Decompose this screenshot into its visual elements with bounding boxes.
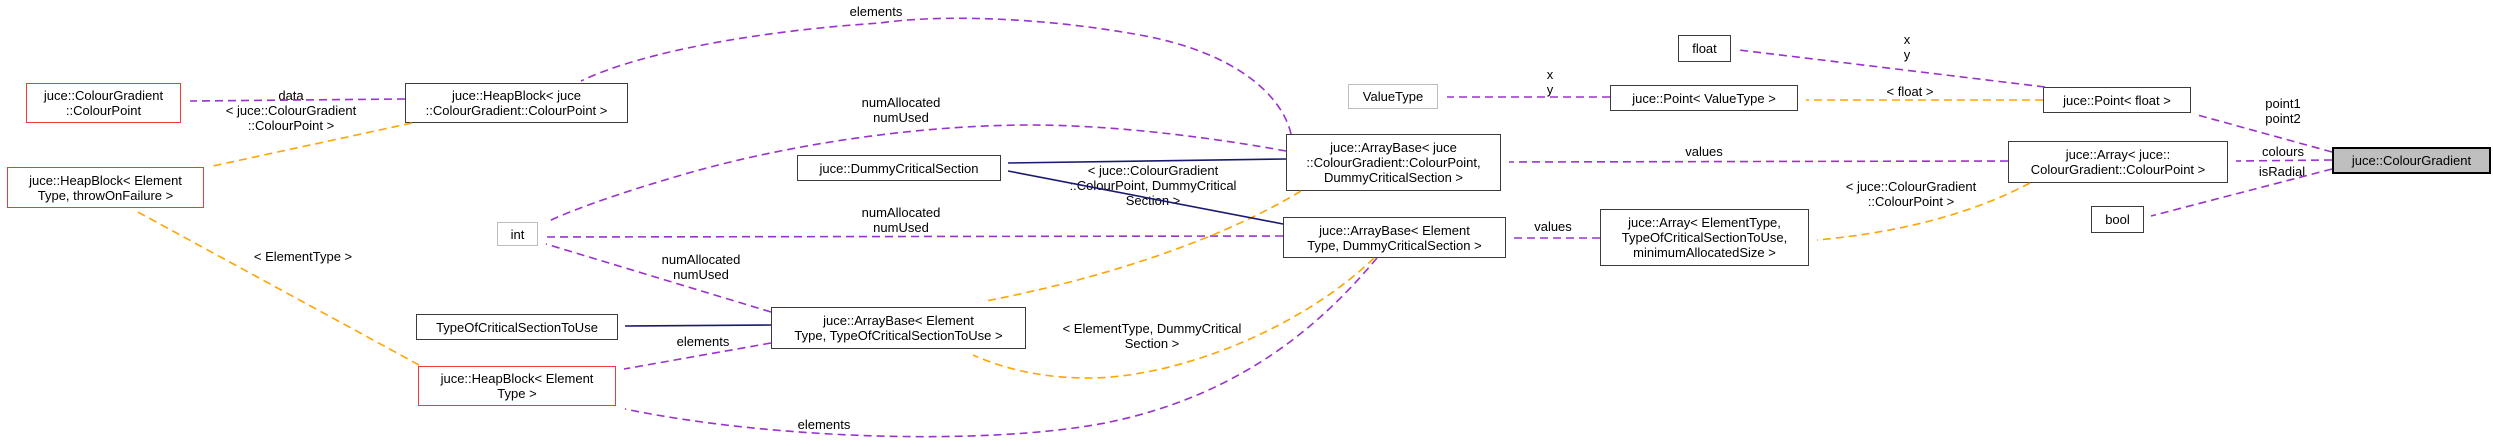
edge-label-xy-1: x y — [1546, 67, 1554, 97]
edge-label-values-2: values — [1534, 219, 1572, 234]
edge-inherit-tocs — [624, 324, 772, 327]
node-label: juce::HeapBlock< juce ::ColourGradient::… — [425, 88, 608, 118]
node-label: ValueType — [1362, 89, 1424, 104]
class-node-bool: bool — [2091, 206, 2144, 233]
node-label: juce::Point< ValueType > — [1632, 90, 1776, 106]
edge-tmpl-arraybase-et — [972, 257, 1375, 379]
edge-label-values-1: values — [1685, 144, 1723, 159]
edge-label-isradial: isRadial — [2258, 164, 2306, 179]
edge-label-tmpl-arraybase: < juce::ColourGradient ::ColourPoint, Du… — [1069, 163, 1237, 208]
node-label: juce::Array< ElementType, TypeOfCritical… — [1621, 215, 1788, 260]
edge-label-colours: colours — [2262, 144, 2304, 159]
edge-numallocated-2 — [544, 235, 1284, 238]
edge-label-tmpl-elementtype: < ElementType > — [253, 249, 353, 264]
node-label: juce::ArrayBase< Element Type, TypeOfCri… — [794, 313, 1003, 343]
edge-label-elements-top: elements — [849, 4, 903, 19]
node-label: juce::Point< float > — [2063, 92, 2171, 108]
node-label: juce::Array< juce:: ColourGradient::Colo… — [2030, 147, 2206, 177]
node-label: juce::HeapBlock< Element Type > — [440, 371, 594, 401]
class-node-dummycriticalsection[interactable]: juce::DummyCriticalSection — [797, 155, 1001, 181]
class-node-heapblock-colourpoint[interactable]: juce::HeapBlock< juce ::ColourGradient::… — [405, 83, 628, 123]
class-node-arraybase-et-dcs[interactable]: juce::ArrayBase< Element Type, DummyCrit… — [1283, 217, 1506, 258]
class-node-colourgradient-colourpoint[interactable]: juce::ColourGradient ::ColourPoint — [26, 83, 181, 123]
class-node-colourgradient-current: juce::ColourGradient — [2332, 147, 2491, 174]
class-node-array-colourpoint[interactable]: juce::Array< juce:: ColourGradient::Colo… — [2008, 141, 2228, 183]
class-node-point-valuetype[interactable]: juce::Point< ValueType > — [1610, 85, 1798, 111]
class-node-heapblock-throwonfailure[interactable]: juce::HeapBlock< Element Type, throwOnFa… — [7, 167, 204, 208]
node-label: TypeOfCriticalSectionToUse — [436, 319, 598, 335]
class-node-heapblock-elementtype[interactable]: juce::HeapBlock< Element Type > — [418, 366, 616, 406]
class-node-typeofcriticalsectiontouse[interactable]: TypeOfCriticalSectionToUse — [416, 314, 618, 340]
edge-label-tmpl-float: < float > — [1886, 84, 1934, 99]
edge-label-elements-bottom: elements — [797, 417, 851, 432]
node-label: int — [510, 226, 525, 242]
edge-label-elements-mid: elements — [676, 334, 730, 349]
edge-label-tmpl-heapblock: < juce::ColourGradient ::ColourPoint > — [225, 103, 357, 133]
edge-colours — [2235, 159, 2333, 162]
node-label: juce::HeapBlock< Element Type, throwOnFa… — [29, 172, 182, 203]
node-label: juce::ColourGradient — [2351, 153, 2472, 168]
node-label: juce::DummyCriticalSection — [819, 160, 979, 176]
class-node-valuetype: ValueType — [1348, 84, 1438, 109]
edge-xy-float — [1738, 49, 2046, 88]
class-node-point-float[interactable]: juce::Point< float > — [2043, 87, 2191, 113]
edge-label-tmpl-array-juce: < juce::ColourGradient ::ColourPoint > — [1845, 179, 1977, 209]
edge-label-numallocated-3: numAllocated numUsed — [661, 252, 741, 282]
class-node-float: float — [1678, 35, 1731, 62]
class-node-int: int — [497, 222, 538, 246]
edge-label-point1-point2: point1 point2 — [2265, 96, 2301, 126]
node-label: juce::ArrayBase< Element Type, DummyCrit… — [1307, 222, 1482, 253]
edge-tmpl-elementtype — [135, 210, 420, 366]
node-label: juce::ArrayBase< juce ::ColourGradient::… — [1306, 140, 1481, 185]
edge-values-1 — [1508, 160, 2009, 163]
edge-label-xy-2: x y — [1903, 32, 1911, 62]
node-label: bool — [2105, 212, 2130, 227]
edge-label-numallocated-2: numAllocated numUsed — [861, 205, 941, 235]
edge-label-tmpl-et-dcs: < ElementType, DummyCritical Section > — [1062, 321, 1242, 351]
edge-label-numallocated-1: numAllocated numUsed — [861, 95, 941, 125]
node-label: float — [1692, 41, 1717, 56]
class-node-array-elementtype[interactable]: juce::Array< ElementType, TypeOfCritical… — [1600, 209, 1809, 266]
edge-label-data: data — [278, 88, 304, 103]
class-node-arraybase-et-tocs[interactable]: juce::ArrayBase< Element Type, TypeOfCri… — [771, 307, 1026, 349]
class-node-arraybase-colourpoint-dcs[interactable]: juce::ArrayBase< juce ::ColourGradient::… — [1286, 134, 1501, 191]
node-label: juce::ColourGradient ::ColourPoint — [43, 88, 164, 118]
